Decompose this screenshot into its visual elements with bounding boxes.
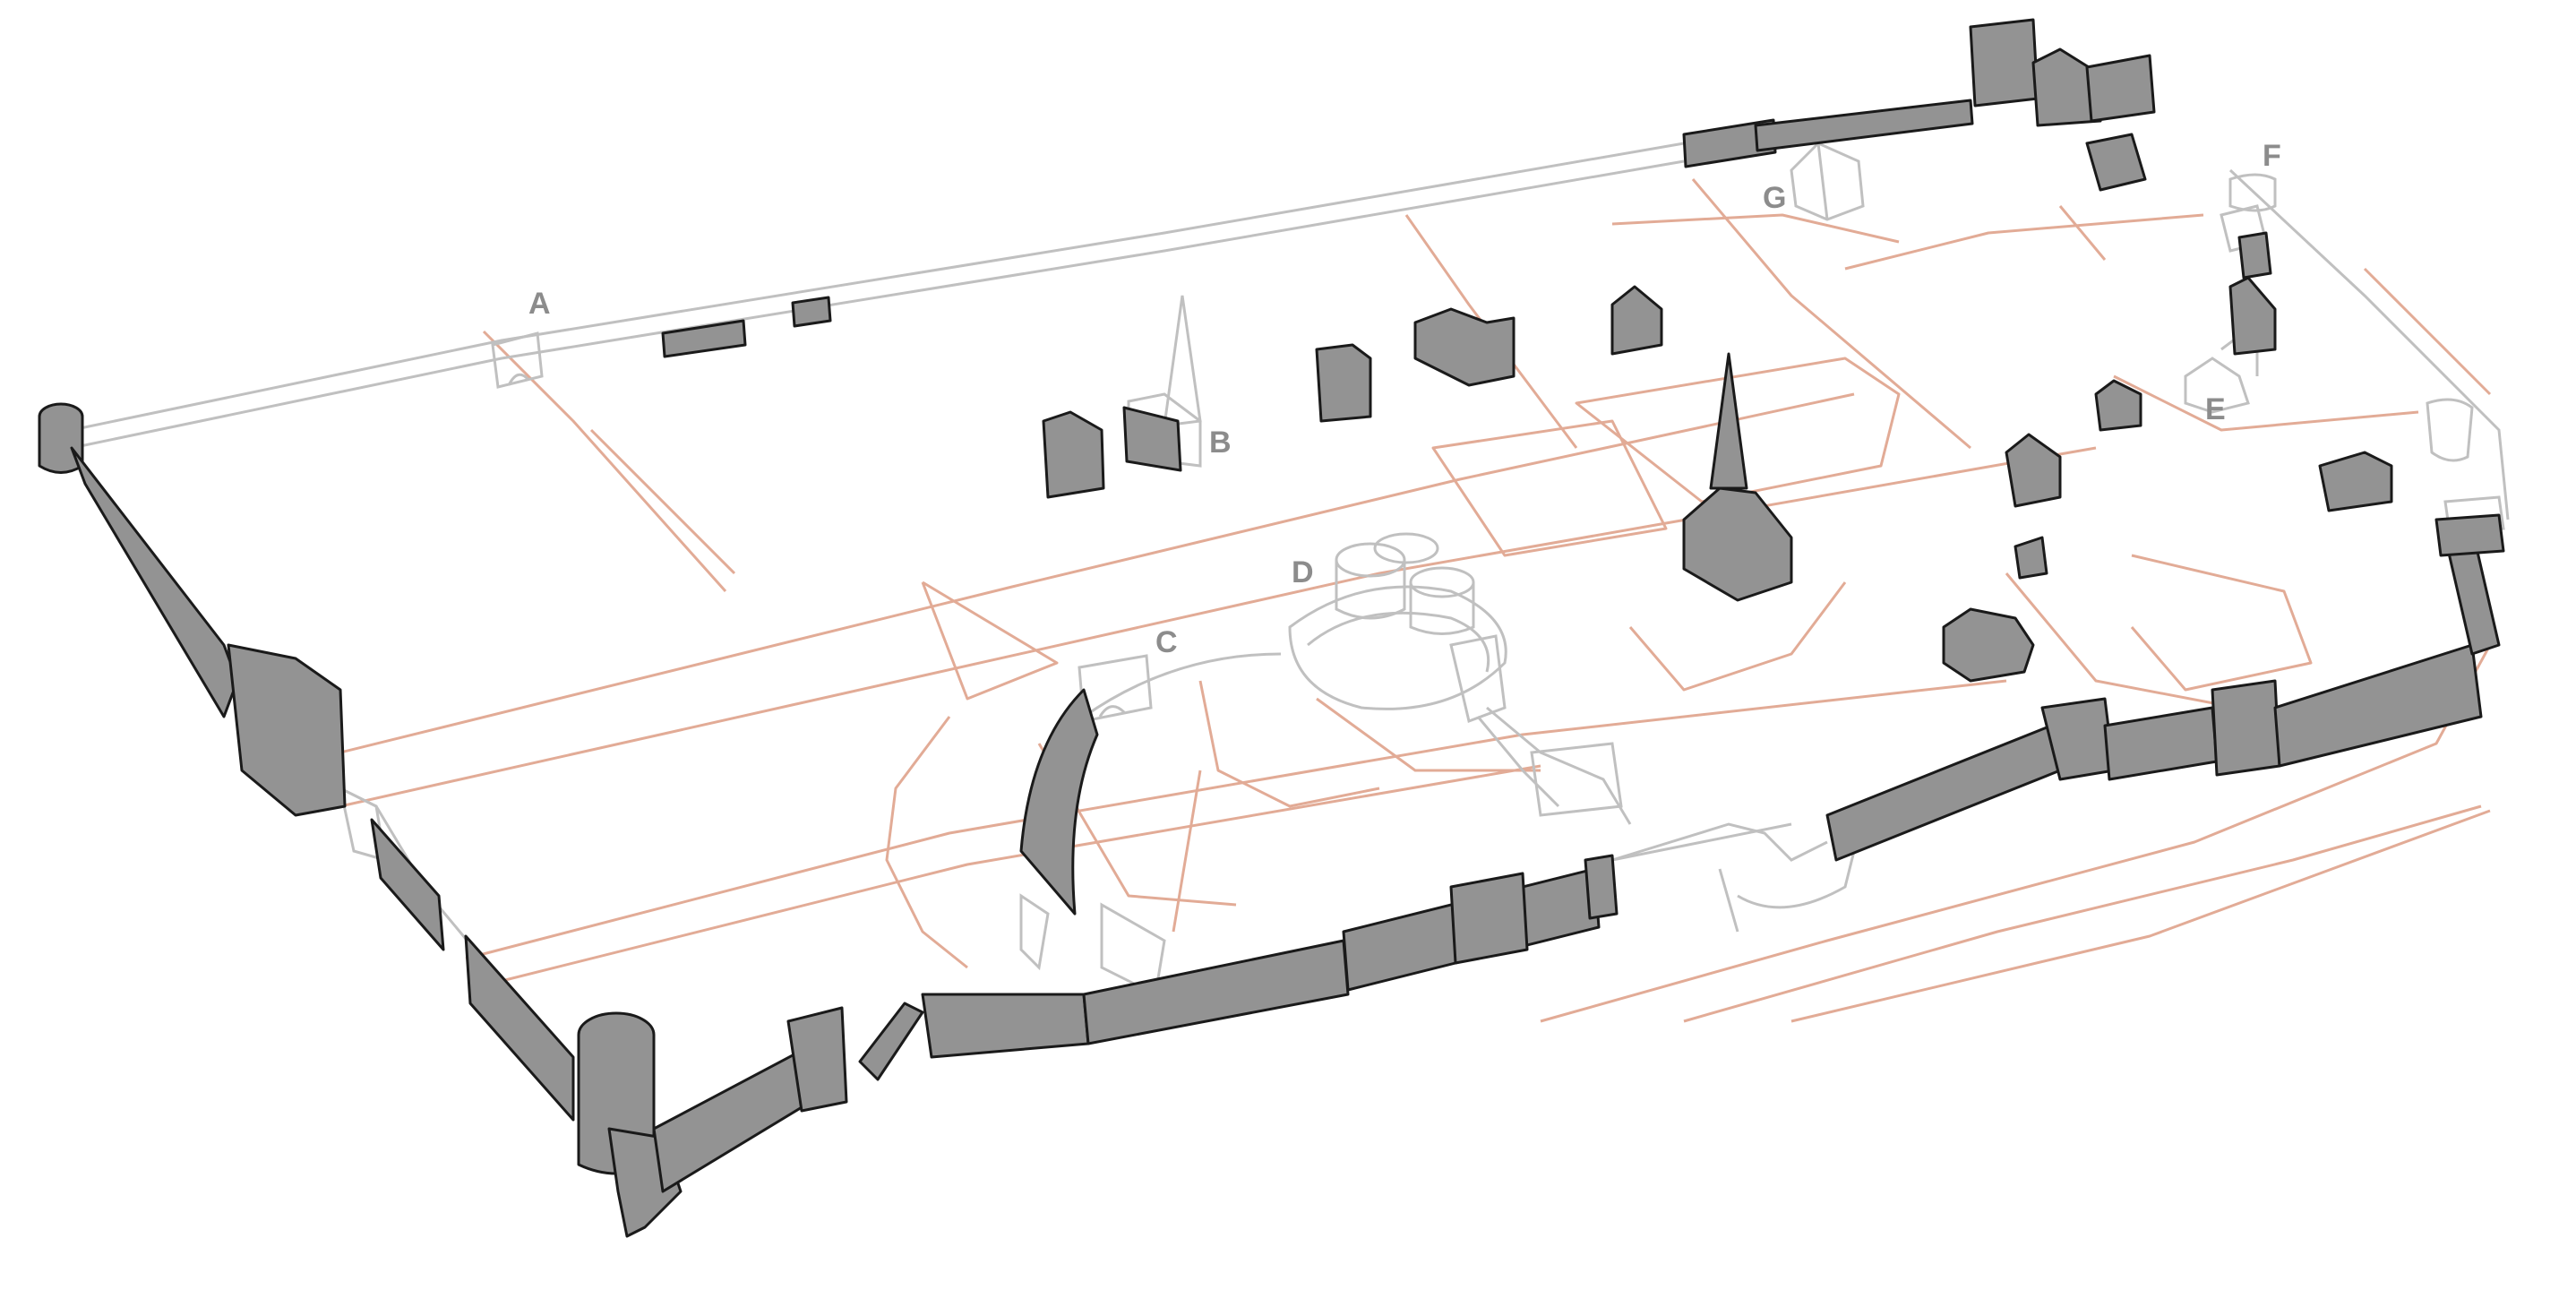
building-g-outline bbox=[1790, 142, 1865, 221]
building bbox=[1610, 285, 1663, 356]
castle-d-outline bbox=[1307, 611, 1490, 673]
east-wall-segment bbox=[2273, 643, 2483, 768]
west-wall-segment bbox=[464, 934, 575, 1122]
castle-d-tower bbox=[1335, 560, 1406, 620]
north-wall-segment bbox=[1682, 118, 1777, 168]
street-line bbox=[1628, 581, 1847, 692]
gate-c-tower-outline bbox=[1019, 893, 1166, 997]
surviving-wall bbox=[38, 18, 2505, 1238]
gate-c-arc-outline bbox=[1083, 652, 1282, 718]
street-line bbox=[885, 716, 968, 969]
south-wall-segment bbox=[1082, 939, 1350, 1045]
street-line bbox=[1172, 770, 1202, 933]
street-line bbox=[589, 428, 736, 575]
vanished-wall-outline bbox=[71, 142, 2510, 997]
castle-d-tower bbox=[1409, 566, 1475, 598]
east-wall-outline bbox=[2228, 168, 2510, 520]
gate-c-curved-wall bbox=[1019, 688, 1099, 916]
east-wall-segment bbox=[2103, 706, 2219, 781]
west-wall-segment bbox=[70, 446, 239, 718]
street-line bbox=[465, 679, 2007, 960]
street-line bbox=[1198, 680, 1380, 808]
street-line bbox=[2363, 267, 2492, 396]
north-wall-outline bbox=[71, 142, 1685, 432]
barbican-outline bbox=[1611, 822, 1828, 862]
street-line bbox=[1404, 214, 1578, 449]
northwest-tower bbox=[38, 417, 84, 474]
east-corner-tower bbox=[2434, 513, 2505, 557]
barbican-outline bbox=[1530, 742, 1623, 817]
east-wall-arcade bbox=[1825, 724, 2062, 862]
label-d: D bbox=[1292, 555, 1314, 589]
building bbox=[1413, 307, 1516, 387]
street-line bbox=[921, 580, 1059, 701]
street-line bbox=[1316, 697, 1541, 772]
street-line bbox=[2058, 205, 2107, 261]
street-line bbox=[1844, 213, 2204, 271]
label-c: C bbox=[1155, 625, 1178, 659]
label-e: E bbox=[2205, 392, 2226, 426]
south-wall-segment bbox=[921, 993, 1090, 1059]
northeast-hall bbox=[2085, 54, 2156, 123]
label-f: F bbox=[2263, 139, 2281, 173]
gate-a-outline bbox=[491, 331, 544, 389]
building bbox=[2094, 379, 2142, 432]
building bbox=[2228, 276, 2277, 356]
label-g: G bbox=[1763, 181, 1786, 215]
west-wall-segment bbox=[370, 818, 445, 951]
building bbox=[2318, 451, 2393, 512]
street-line bbox=[1431, 419, 1668, 557]
street-network bbox=[339, 178, 2492, 1023]
street-line bbox=[2130, 554, 2313, 692]
cathedral-spire bbox=[1709, 352, 1748, 490]
south-tower bbox=[786, 1006, 848, 1113]
barbican-outline bbox=[1449, 634, 1507, 724]
south-wall-ramp bbox=[858, 1002, 924, 1081]
label-b: B bbox=[1209, 426, 1232, 460]
church-b-nave bbox=[1122, 406, 1182, 472]
east-tower-outline bbox=[2426, 398, 2474, 462]
street-line bbox=[2113, 374, 2419, 432]
south-wall-segment bbox=[652, 1046, 812, 1193]
street-line bbox=[483, 764, 1541, 987]
label-a: A bbox=[528, 287, 551, 321]
street-line bbox=[1683, 804, 2482, 1023]
street-line bbox=[1575, 357, 1901, 503]
north-wall-segment bbox=[1754, 99, 1974, 152]
building bbox=[2014, 536, 2048, 580]
west-gatehouse bbox=[227, 643, 347, 817]
cathedral bbox=[1682, 486, 1793, 602]
castle-d-tower bbox=[1335, 542, 1406, 578]
street-line bbox=[1790, 809, 2491, 1023]
south-gap-outline bbox=[1611, 822, 1792, 862]
south-wall-tower bbox=[1584, 854, 1619, 920]
street-line bbox=[482, 330, 727, 593]
building bbox=[1042, 410, 1105, 499]
castle-d-tower bbox=[1373, 532, 1439, 564]
barbican-outline bbox=[1718, 850, 1856, 933]
building bbox=[2005, 433, 2062, 508]
street-line bbox=[339, 392, 1855, 754]
east-gate-tower bbox=[2211, 679, 2281, 777]
north-wall-outline bbox=[71, 159, 1685, 450]
street-line bbox=[1611, 213, 1900, 244]
barbican-outline bbox=[1476, 706, 1632, 825]
building bbox=[1942, 607, 2035, 683]
castle-d-tower bbox=[1409, 582, 1475, 635]
building bbox=[1315, 343, 1372, 423]
northeast-building bbox=[2085, 133, 2147, 192]
northeast-gatehouse bbox=[1969, 18, 2039, 108]
north-wall-segment bbox=[791, 296, 832, 328]
north-wall-segment bbox=[661, 319, 747, 358]
south-wall-tower bbox=[1449, 872, 1529, 965]
castle-d-outline bbox=[1288, 585, 1507, 710]
street-line bbox=[339, 446, 2097, 808]
site-labels: A B C D E F G bbox=[528, 139, 2281, 659]
building bbox=[2237, 231, 2272, 280]
